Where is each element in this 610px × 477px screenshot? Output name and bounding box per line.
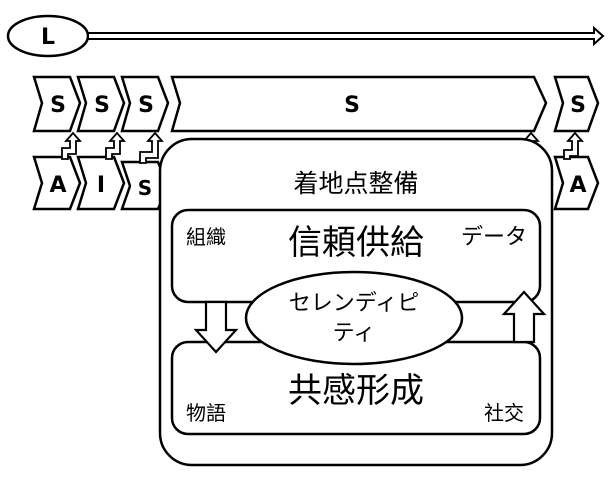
down-arrow (193, 300, 239, 354)
chevron-s-long (170, 75, 548, 133)
serendipity-line2: ティ (333, 321, 376, 346)
connector-arrow-3 (139, 131, 164, 164)
chevron-s2 (76, 75, 126, 133)
chevron-s-end (553, 75, 600, 133)
story-label: 物語 (186, 401, 226, 425)
long-timeline: L (6, 14, 605, 58)
chevron-s-small (120, 160, 170, 211)
chevron-i1 (76, 155, 126, 211)
chevron-s-long-label: S (344, 93, 360, 118)
chevron-i1-label: I (97, 173, 105, 198)
connector-arrow-2 (105, 131, 126, 160)
chevron-s-small-label: S (138, 176, 152, 200)
chevron-s1-label: S (50, 93, 66, 118)
connector-arrow-5 (563, 131, 584, 160)
connector-arrow-1 (61, 131, 82, 160)
chevron-s3 (120, 75, 170, 133)
top-row: S S S S S (32, 75, 600, 133)
chevron-a1-label: A (49, 173, 66, 198)
organization-label: 組織 (186, 225, 226, 249)
landing-title: 着地点整備 (293, 169, 418, 198)
chevron-a2-label: A (569, 173, 586, 198)
chevron-s2-label: S (94, 93, 110, 118)
chevron-s3-label: S (138, 93, 154, 118)
social-label: 社交 (484, 401, 524, 425)
landing-zone: 着地点整備 組織 信頼供給 データ 物語 共感形成 社交 セレンディピ ティ (158, 137, 554, 467)
chevron-a1 (32, 155, 82, 211)
timeline-arrow (87, 25, 605, 47)
up-arrow (501, 290, 547, 344)
chevron-s1 (32, 75, 82, 133)
data-label: データ (461, 225, 527, 250)
chevron-a2 (553, 155, 600, 211)
long-label: L (41, 25, 55, 50)
serendipity-line1: セレンディピ (289, 291, 419, 316)
bottom-row: A I S A (32, 155, 600, 211)
empathy-label: 共感形成 (288, 371, 424, 411)
chevron-s-end-label: S (570, 93, 586, 118)
serendipity-ellipse (244, 270, 464, 366)
trust-supply-label: 信頼供給 (288, 223, 424, 263)
